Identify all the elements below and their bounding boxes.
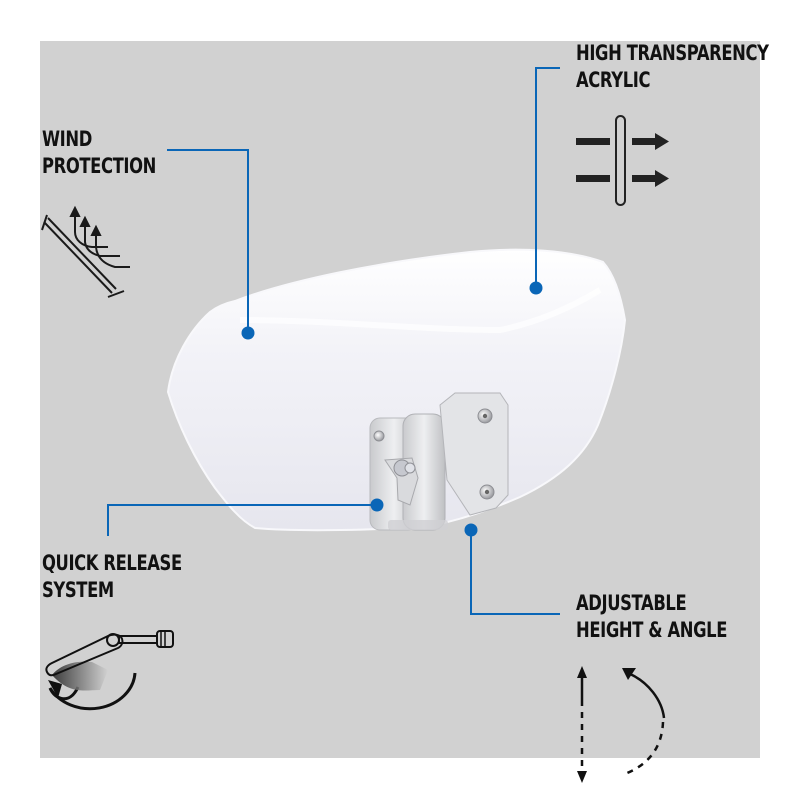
- height-angle-adjust-icon: [577, 666, 666, 783]
- label-line: PROTECTION: [42, 154, 156, 178]
- label-line: HEIGHT & ANGLE: [576, 618, 728, 642]
- callout-wind: [167, 149, 255, 340]
- label-line: ADJUSTABLE: [576, 591, 687, 615]
- callout-acrylic: [529, 67, 560, 295]
- feature-label-wind-protection: WIND PROTECTION: [42, 126, 156, 180]
- label-line: HIGH TRANSPARENCY: [576, 41, 769, 65]
- quick-release-lever-icon: [45, 630, 174, 711]
- windshield-shape: [166, 248, 627, 532]
- label-line: QUICK RELEASE: [42, 551, 182, 575]
- label-line: WIND: [42, 127, 92, 151]
- label-line: SYSTEM: [42, 578, 114, 602]
- callout-quick-release: [107, 498, 384, 536]
- callout-adjustable: [464, 523, 560, 615]
- feature-label-high-transparency: HIGH TRANSPARENCY ACRYLIC: [576, 40, 769, 94]
- wind-deflection-icon: [41, 205, 130, 298]
- label-line: ACRYLIC: [576, 68, 651, 92]
- light-transmission-icon: [576, 115, 669, 206]
- feature-label-adjustable: ADJUSTABLE HEIGHT & ANGLE: [576, 590, 727, 644]
- mount-bracket: [369, 392, 509, 531]
- feature-label-quick-release: QUICK RELEASE SYSTEM: [42, 550, 182, 604]
